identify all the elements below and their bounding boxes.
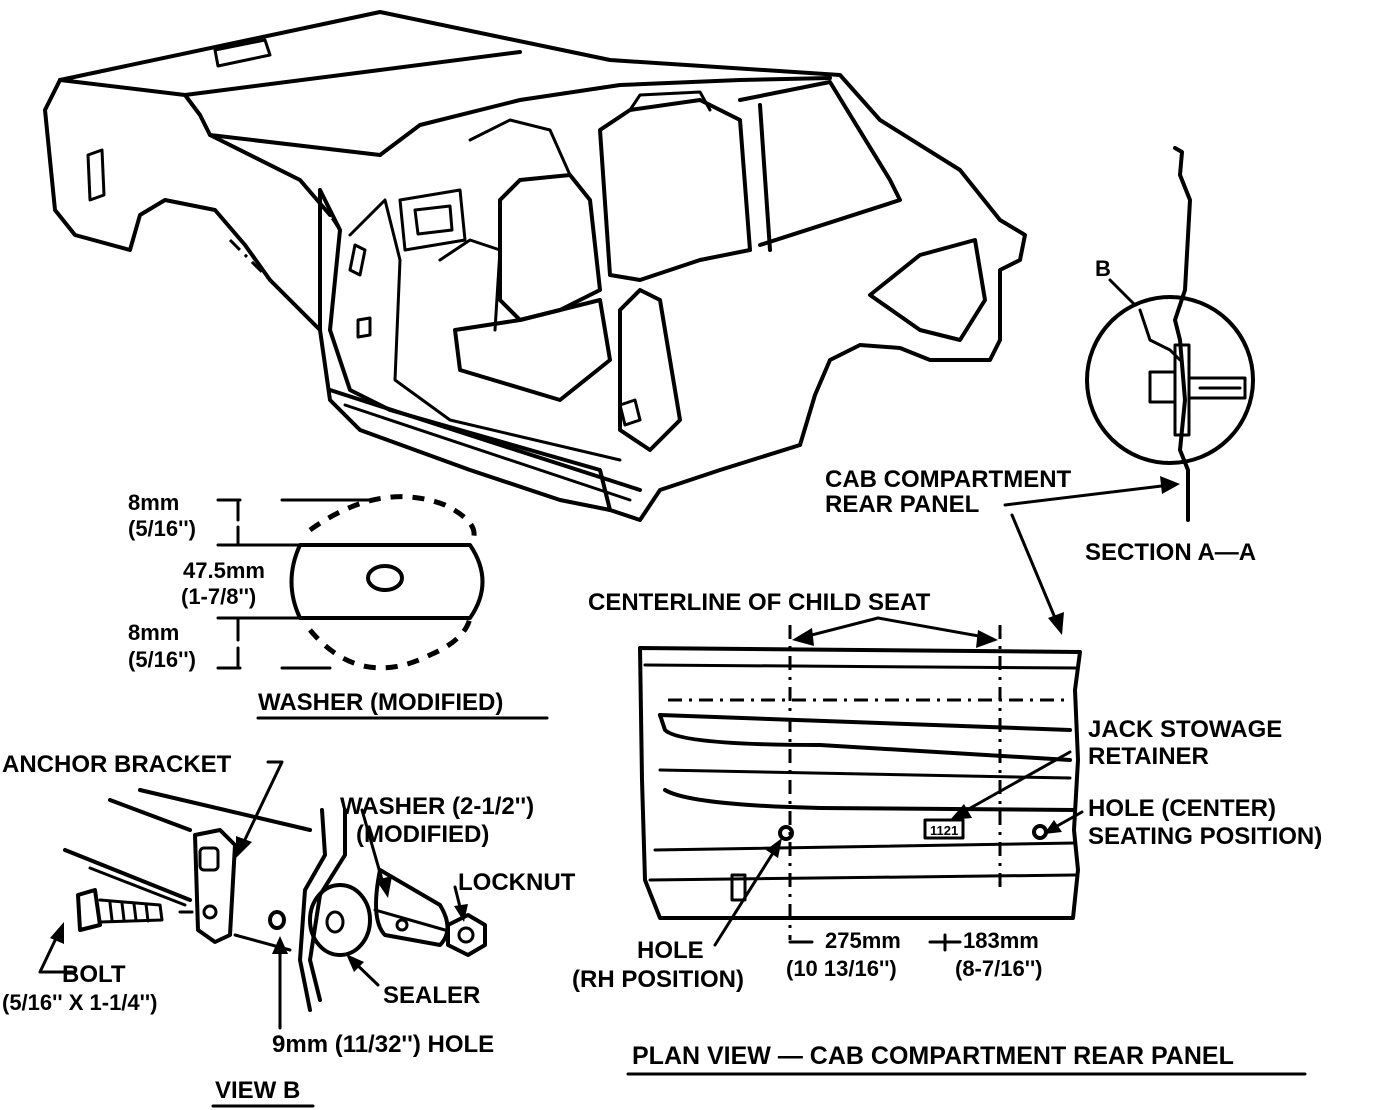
- retainer-tag: 1121: [930, 823, 958, 838]
- bolt-label-line1: BOLT: [62, 961, 126, 988]
- cab-rear-panel-callout: CAB COMPARTMENT REAR PANEL: [825, 466, 1180, 635]
- dim-8716: (8-7/16''): [955, 956, 1043, 981]
- dim-1013: (10 13/16''): [786, 956, 897, 981]
- jack-stowage-label-line2: RETAINER: [1088, 743, 1209, 770]
- dim-8mm-top: 8mm: [128, 490, 179, 515]
- hole-rh-label-line1: HOLE: [637, 937, 704, 964]
- truck-cab-illustration: [43, 10, 1027, 522]
- bolt-label-line2: (5/16'' X 1-1/4''): [2, 990, 157, 1015]
- dim-178: (1-7/8''): [181, 584, 256, 609]
- washer-25-label-line2: (MODIFIED): [356, 821, 489, 848]
- section-b-label: B: [1095, 256, 1111, 281]
- plan-view-title: PLAN VIEW — CAB COMPARTMENT REAR PANEL: [632, 1042, 1234, 1070]
- hole-center-label-line1: HOLE (CENTER): [1088, 795, 1276, 822]
- dim-516-top: (5/16''): [128, 516, 196, 541]
- jack-stowage-label-line1: JACK STOWAGE: [1088, 716, 1282, 743]
- washer-25-label-line1: WASHER (2-1/2''): [340, 793, 534, 820]
- hole-rh-label-line2: (RH POSITION): [572, 966, 744, 993]
- dim-275mm: 275mm: [825, 928, 901, 953]
- rh-hole-marker: [778, 825, 794, 841]
- jack-retainer-marker: [923, 818, 965, 840]
- center-hole-marker: [1032, 824, 1048, 840]
- hole-9mm-label: 9mm (11/32'') HOLE: [272, 1031, 494, 1058]
- view-b-detail: ANCHOR BRACKET WASHER (2-1/2'') (MODIFIE…: [2, 751, 576, 1108]
- plan-view-detail: 1121 CENTERLINE OF CHILD SEAT JACK STOWA…: [572, 589, 1322, 1076]
- dim-475mm: 47.5mm: [183, 558, 265, 583]
- dim-183mm: 183mm: [963, 928, 1039, 953]
- hole-center-label-line2: SEATING POSITION): [1088, 823, 1322, 850]
- dim-516-bottom: (5/16''): [128, 647, 196, 672]
- cab-rear-panel-label-line2: REAR PANEL: [825, 491, 979, 518]
- cab-rear-panel-label-line1: CAB COMPARTMENT: [825, 466, 1072, 493]
- dim-8mm-bottom: 8mm: [128, 620, 179, 645]
- section-aa-label: SECTION A—A: [1085, 539, 1256, 566]
- view-b-title: VIEW B: [215, 1077, 300, 1104]
- washer-modified-title: WASHER (MODIFIED): [258, 689, 503, 716]
- section-aa-detail: B SECTION A—A: [1085, 146, 1256, 566]
- centerline-child-seat-label: CENTERLINE OF CHILD SEAT: [588, 589, 931, 616]
- sealer-label: SEALER: [383, 982, 480, 1009]
- washer-modified-detail: 8mm (5/16'') 47.5mm (1-7/8'') 8mm (5/16'…: [128, 490, 549, 720]
- locknut-label: LOCKNUT: [458, 869, 576, 896]
- anchor-bracket-label: ANCHOR BRACKET: [2, 751, 232, 778]
